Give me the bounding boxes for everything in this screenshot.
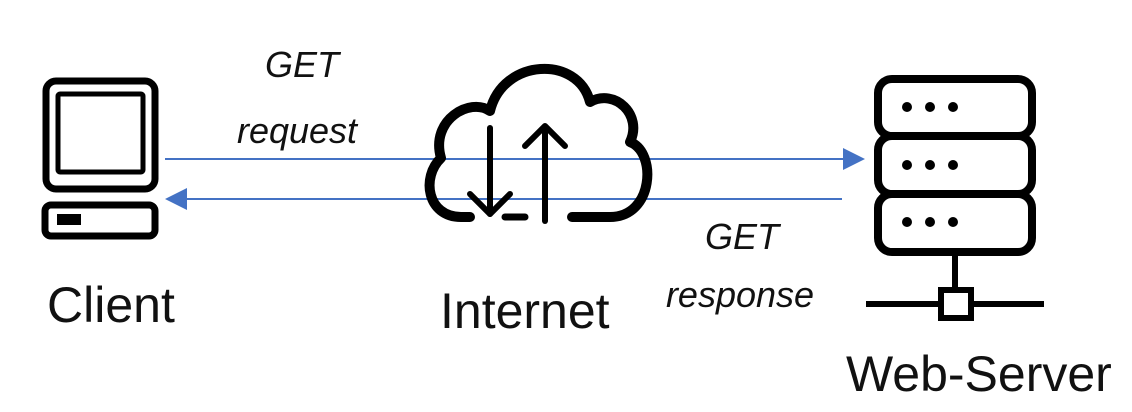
request-type-label: request <box>237 110 359 151</box>
internet-label: Internet <box>440 283 610 339</box>
web-server-label: Web-Server <box>846 346 1112 402</box>
client-label: Client <box>47 277 175 333</box>
request-arrow <box>165 148 865 170</box>
server-rack-icon <box>866 75 1044 321</box>
response-type-label: response <box>666 274 814 315</box>
response-method-label: GET <box>705 216 782 257</box>
cloud-upload-download-icon <box>424 64 653 224</box>
laptop-icon <box>41 77 159 240</box>
request-method-label: GET <box>265 44 342 85</box>
response-arrow <box>165 188 842 210</box>
